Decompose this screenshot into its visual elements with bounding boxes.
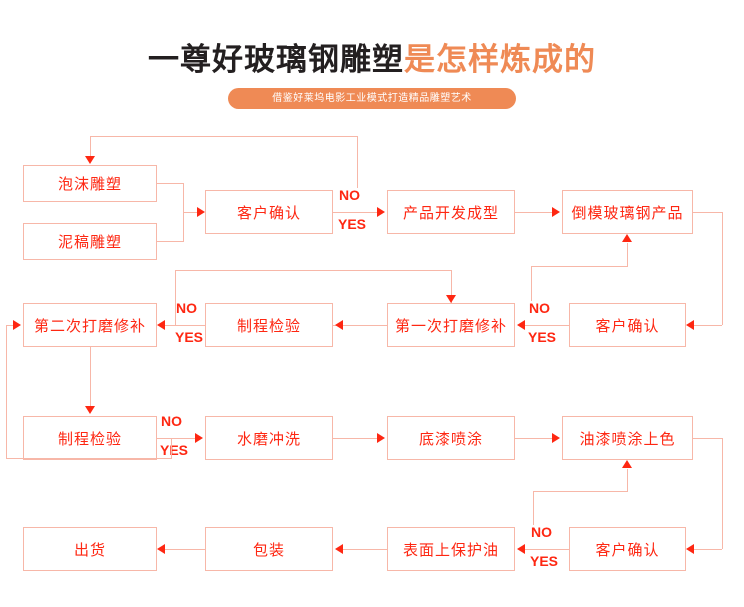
connector-polish-feedback-top [175, 270, 452, 271]
connector-primer-to-paint [515, 438, 554, 439]
connector-mold-down [722, 212, 723, 325]
arrow-into-foam-sculpture [85, 156, 95, 164]
arrow-into-process-inspection-1 [335, 320, 343, 330]
decision-4-yes-label: YES [160, 442, 189, 458]
node-foam-sculpture[interactable]: 泡沫雕塑 [23, 165, 157, 202]
arrow-into-paint-spray-color-bottom [622, 460, 632, 468]
connector-inspection1-to-second-polish [165, 325, 205, 326]
node-shipment[interactable]: 出货 [23, 527, 157, 571]
arrow-into-process-inspection-2 [85, 406, 95, 414]
arrow-into-product-development [377, 207, 385, 217]
node-primer-spray[interactable]: 底漆喷涂 [387, 416, 515, 460]
connector-second-polish-down [90, 347, 91, 408]
arrow-into-second-polish-repair [157, 320, 165, 330]
connector-no3-to-mold [627, 243, 628, 267]
arrow-into-surface-protect-oil [517, 544, 525, 554]
subtitle-badge: 借鉴好莱坞电影工业模式打造精品雕塑艺术 [228, 88, 516, 109]
connector-no1-down [90, 136, 91, 158]
node-clay-draft-sculpture[interactable]: 泥稿雕塑 [23, 223, 157, 260]
node-product-development[interactable]: 产品开发成型 [387, 190, 515, 234]
connector-into-confirm2 [694, 325, 722, 326]
connector-no5-to-paint [627, 469, 628, 492]
connector-no3-right [531, 266, 627, 267]
arrow-into-second-polish-repair-left [13, 320, 21, 330]
page-title-accent: 是怎样炼成的 [404, 42, 596, 77]
connector-no1-left [90, 136, 358, 137]
page-title-primary: 一尊好玻璃钢雕塑 [148, 42, 404, 77]
node-process-inspection-1[interactable]: 制程检验 [205, 303, 333, 347]
node-customer-confirm-1[interactable]: 客户确认 [205, 190, 333, 234]
page-title: 一尊好玻璃钢雕塑是怎样炼成的 [0, 34, 744, 79]
connector-confirm3-to-protect-oil [525, 549, 569, 550]
node-packaging[interactable]: 包装 [205, 527, 333, 571]
node-process-inspection-2[interactable]: 制程检验 [23, 416, 157, 460]
connector-dev-to-mold [515, 212, 554, 213]
connector-confirm2-to-first-polish [525, 325, 569, 326]
decision-3-yes-label: YES [528, 329, 557, 345]
connector-left-loop-vertical [6, 325, 7, 458]
decision-2-no-label: NO [176, 300, 197, 316]
decision-4-no-label: NO [161, 413, 182, 429]
node-customer-confirm-3[interactable]: 客户确认 [569, 303, 686, 347]
connector-paint-right [693, 438, 722, 439]
arrow-into-paint-spray-color [552, 433, 560, 443]
node-first-polish-repair[interactable]: 第一次打磨修补 [387, 303, 515, 347]
connector-no5-right [533, 491, 627, 492]
connector-clay-out [157, 241, 184, 242]
connector-paint-down [722, 438, 723, 549]
arrow-into-first-polish-repair-top [446, 295, 456, 303]
connector-first-polish-in-down [451, 270, 452, 303]
connector-rinse-to-primer [333, 438, 379, 439]
node-second-polish-repair[interactable]: 第二次打磨修补 [23, 303, 157, 347]
connector-confirm1-to-dev [333, 212, 379, 213]
arrow-into-mold-frp-product [552, 207, 560, 217]
node-paint-spray-color[interactable]: 油漆喷涂上色 [562, 416, 693, 460]
arrow-into-customer-confirm-3 [686, 544, 694, 554]
production-flowchart: 泡沫雕塑 泥稿雕塑 客户确认 产品开发成型 倒模玻璃钢产品 NO YES 第二次… [0, 125, 744, 607]
connector-inspection2-to-rinse [157, 438, 197, 439]
decision-5-yes-label: YES [530, 553, 559, 569]
decision-1-yes-label: YES [338, 216, 367, 232]
connector-no4-down [171, 438, 172, 458]
connector-no4-left [6, 458, 172, 459]
arrow-into-first-polish-repair [517, 320, 525, 330]
decision-1-no-label: NO [339, 187, 360, 203]
connector-foam-out [157, 183, 184, 184]
connector-into-confirm3 [694, 549, 722, 550]
arrow-into-customer-confirm-2 [686, 320, 694, 330]
node-mold-frp-product[interactable]: 倒模玻璃钢产品 [562, 190, 693, 234]
connector-mold-right [693, 212, 722, 213]
connector-merge-to-confirm1 [183, 212, 199, 213]
arrow-into-primer-spray [377, 433, 385, 443]
arrow-into-water-grind-rinse [195, 433, 203, 443]
connector-no3-up [531, 266, 532, 301]
node-water-grind-rinse[interactable]: 水磨冲洗 [205, 416, 333, 460]
arrow-into-mold-frp-product-bottom [622, 234, 632, 242]
page-header: 一尊好玻璃钢雕塑是怎样炼成的 借鉴好莱坞电影工业模式打造精品雕塑艺术 [0, 0, 744, 125]
connector-protect-oil-to-packaging [341, 549, 387, 550]
decision-5-no-label: NO [531, 524, 552, 540]
connector-no5-up [533, 491, 534, 525]
connector-packaging-to-shipment [165, 549, 205, 550]
arrow-into-packaging [335, 544, 343, 554]
arrow-into-customer-confirm-1 [197, 207, 205, 217]
connector-no1-up [357, 136, 358, 188]
node-surface-protect-oil[interactable]: 表面上保护油 [387, 527, 515, 571]
connector-left-loop-into-polish [6, 325, 15, 326]
connector-first-polish-out-left [333, 325, 387, 326]
decision-2-yes-label: YES [175, 329, 204, 345]
connector-polish-feedback-down [175, 270, 176, 325]
arrow-into-shipment [157, 544, 165, 554]
node-customer-confirm-4[interactable]: 客户确认 [569, 527, 686, 571]
decision-3-no-label: NO [529, 300, 550, 316]
